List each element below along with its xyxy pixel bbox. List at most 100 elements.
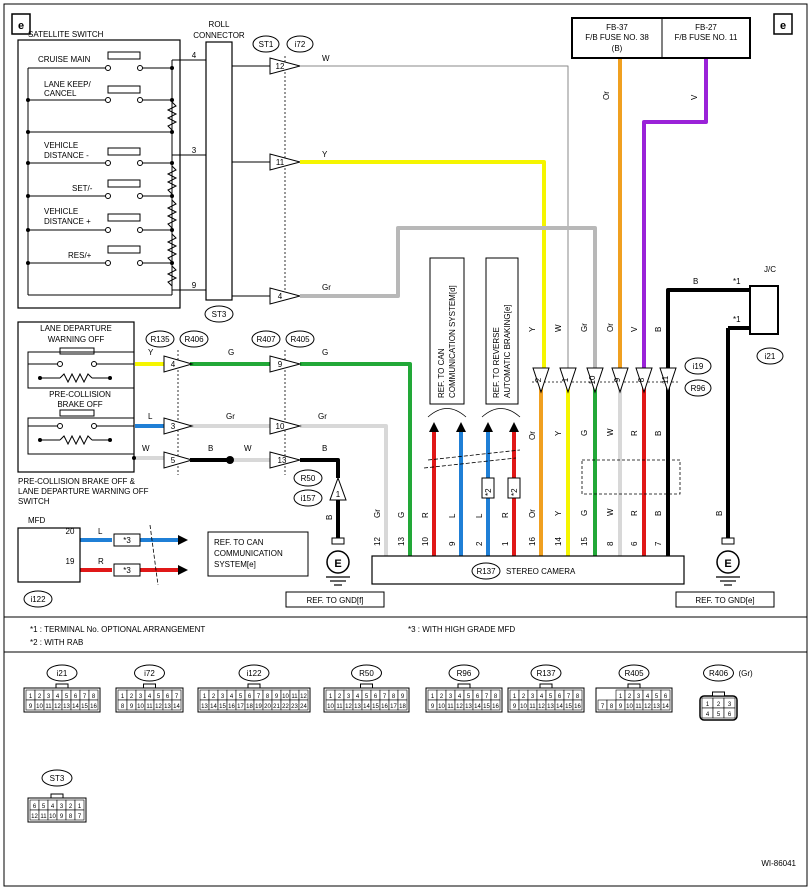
connector-pin: 15 bbox=[565, 704, 572, 710]
connector-pin: 6 bbox=[664, 694, 668, 700]
label-gr-right: Gr bbox=[318, 412, 327, 421]
connector-pin: 2 bbox=[628, 694, 632, 700]
label-w-ldw: W bbox=[142, 444, 150, 453]
connector-pin: 2 bbox=[38, 694, 42, 700]
mfd-star3-b: *3 bbox=[123, 566, 131, 575]
cam-upper-pin-1: 1 bbox=[561, 377, 570, 382]
cam-upper-pin-0: 2 bbox=[534, 377, 543, 382]
connector-pin: 8 bbox=[92, 694, 96, 700]
mid-r135: R135 bbox=[150, 335, 170, 344]
connector-pin: 13 bbox=[63, 704, 70, 710]
connector-pin: 5 bbox=[717, 712, 721, 718]
connector-pin: 8 bbox=[121, 704, 125, 710]
wire-gray bbox=[300, 226, 597, 376]
wires bbox=[80, 58, 754, 572]
satellite-switch: SATELLITE SWITCH bbox=[17, 30, 197, 309]
cam-pin-3: 9 bbox=[448, 541, 457, 546]
connector-pin: 6 bbox=[728, 712, 732, 718]
jc-star1-b: *1 bbox=[733, 315, 741, 324]
connector-pin: 11 bbox=[291, 694, 298, 700]
ldw-title-1: LANE DEPARTURE bbox=[40, 324, 112, 333]
note-1: *1 : TERMINAL No. OPTIONAL ARRANGEMENT bbox=[30, 625, 205, 634]
connector-pin: 13 bbox=[164, 704, 171, 710]
connector-pin: 22 bbox=[282, 704, 289, 710]
label-b-lower: B bbox=[654, 431, 663, 436]
mid-pin-10: 10 bbox=[276, 422, 285, 431]
roll-title-2: CONNECTOR bbox=[193, 31, 245, 40]
connector-pin: 16 bbox=[90, 704, 97, 710]
star2-b: *2 bbox=[510, 488, 519, 496]
connector-face-label: i122 bbox=[246, 669, 262, 678]
label-b-gnd-e: B bbox=[715, 511, 724, 516]
label-gr-cam: Gr bbox=[373, 509, 382, 518]
page-corner-box-left bbox=[11, 13, 31, 35]
connector-pin: 15 bbox=[81, 704, 88, 710]
note-3: *3 : WITH HIGH GRADE MFD bbox=[408, 625, 515, 634]
mid-pin-5: 5 bbox=[171, 456, 176, 465]
cam-pin-6: 16 bbox=[528, 537, 537, 546]
connector-pin: 16 bbox=[492, 704, 499, 710]
connector-pin: 4 bbox=[51, 804, 55, 810]
roll-connector: ROLL CONNECTOR 4 3 9 ST3 bbox=[192, 20, 270, 323]
label-v-upper: V bbox=[630, 326, 639, 332]
connector-pin: 12 bbox=[54, 704, 61, 710]
connector-face-label: R405 bbox=[624, 669, 644, 678]
ref-can-1: REF. TO CAN bbox=[437, 348, 446, 398]
connector-pin: 6 bbox=[374, 694, 378, 700]
mfd-pin-20: 20 bbox=[66, 527, 75, 536]
connector-pin: 15 bbox=[372, 704, 379, 710]
connector-face-label: ST3 bbox=[50, 774, 65, 783]
connector-pin: 10 bbox=[36, 704, 43, 710]
connector-pin: 7 bbox=[78, 814, 82, 820]
connector-pin: 4 bbox=[56, 694, 60, 700]
connector-pin: 14 bbox=[173, 704, 180, 710]
label-or-lower: Or bbox=[528, 431, 537, 440]
label-y-upper: Y bbox=[528, 326, 537, 332]
connector-pin: 1 bbox=[29, 694, 33, 700]
roll-pin-4: 4 bbox=[192, 51, 197, 60]
wire-gray-to-cam bbox=[300, 424, 388, 556]
fuse-fb27-2: F/B FUSE NO. 11 bbox=[675, 33, 739, 42]
label-w-lower: W bbox=[606, 428, 615, 436]
mid-pin-3: 3 bbox=[171, 422, 176, 431]
connector-pin: 9 bbox=[275, 694, 279, 700]
mid-r405: R405 bbox=[290, 335, 310, 344]
connector-pin: 11 bbox=[336, 704, 343, 710]
label-veh-plus-2: DISTANCE + bbox=[44, 217, 91, 226]
pc-title-2: BRAKE OFF bbox=[57, 400, 102, 409]
connector-pin: 14 bbox=[210, 704, 217, 710]
ref-gnd-e-box: REF. TO GND[e] bbox=[675, 591, 775, 608]
cam-r96: R96 bbox=[691, 384, 706, 393]
connector-pin: 4 bbox=[646, 694, 650, 700]
mid-r50: R50 bbox=[301, 474, 316, 483]
connector-pin: 6 bbox=[476, 694, 480, 700]
connector-pin: 14 bbox=[72, 704, 79, 710]
connector-pin: 10 bbox=[282, 694, 289, 700]
wire-black-jc-upper bbox=[666, 288, 754, 376]
connector-pin: 7 bbox=[383, 694, 387, 700]
connector-pin: 9 bbox=[619, 704, 623, 710]
ref-rab-1: REF. TO REVERSE bbox=[492, 327, 501, 398]
ref-box-mfd-can: REF. TO CAN COMMUNICATION SYSTEM[e] bbox=[207, 531, 309, 577]
cam-pin-11: 7 bbox=[654, 541, 663, 546]
connector-pin: 4 bbox=[458, 694, 462, 700]
label-g-right: G bbox=[322, 348, 328, 357]
connector-pin: 2 bbox=[522, 694, 526, 700]
page-border bbox=[3, 3, 808, 887]
connector-pin: 5 bbox=[655, 694, 659, 700]
label-y-top: Y bbox=[322, 150, 328, 159]
label-lane-keep-2: CANCEL bbox=[44, 89, 77, 98]
ground-f: E bbox=[326, 537, 350, 586]
connector-face-label: R50 bbox=[359, 669, 374, 678]
mid-connectors: R135 R406 R407 R405 4 9 3 10 5 13 R50 i1… bbox=[145, 330, 347, 507]
connector-pin: 1 bbox=[431, 694, 435, 700]
connector-pin: 4 bbox=[148, 694, 152, 700]
pc-title-1: PRE-COLLISION bbox=[49, 390, 111, 399]
connector-pin: 3 bbox=[347, 694, 351, 700]
label-y-ldw: Y bbox=[148, 348, 154, 357]
mfd-label: MFD bbox=[28, 516, 46, 525]
connector-pin: 3 bbox=[60, 804, 64, 810]
